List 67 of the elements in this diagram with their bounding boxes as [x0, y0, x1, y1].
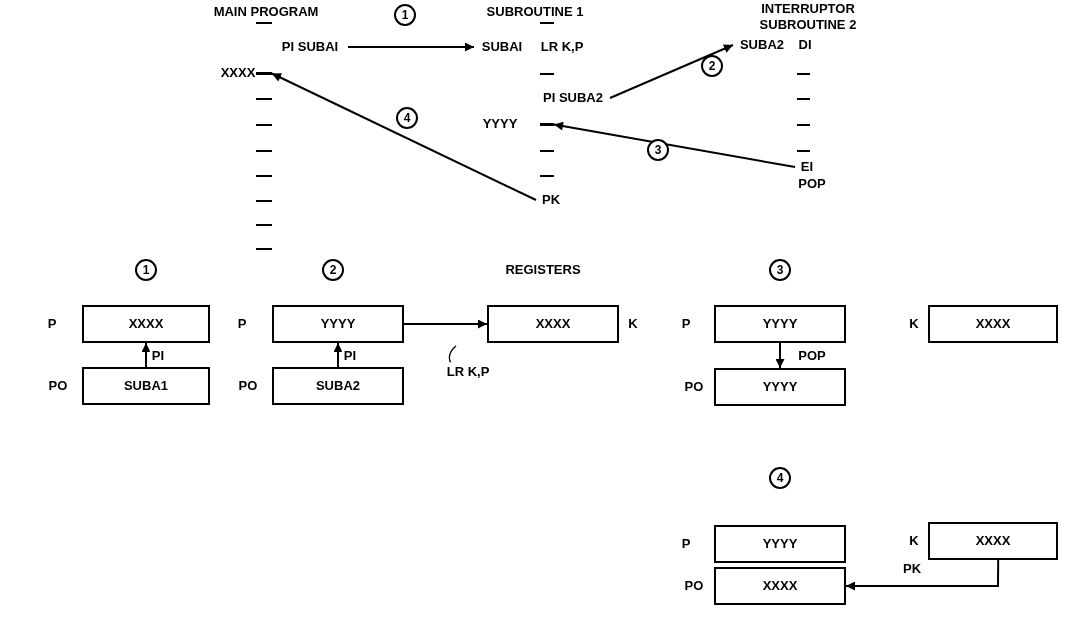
heading: MAIN PROGRAM — [213, 3, 319, 21]
step-number: 3 — [769, 259, 791, 281]
register-name: P — [681, 535, 691, 554]
register-box — [82, 367, 210, 405]
heading: SUBROUTINE 1 — [486, 3, 584, 21]
register-name: YYYY — [482, 115, 518, 134]
instruction-label: PK — [541, 191, 561, 210]
register-value: XXXX — [762, 577, 798, 596]
register-box — [928, 305, 1058, 343]
register-box — [487, 305, 619, 343]
register-value: YYYY — [320, 315, 356, 334]
register-value: XXXX — [535, 315, 571, 334]
register-value: XXXX — [128, 315, 164, 334]
instruction-label: SUBAI — [481, 38, 523, 57]
arrow — [609, 44, 734, 99]
register-name: P — [681, 315, 691, 334]
register-value: YYYY — [762, 378, 798, 397]
step-number: 4 — [396, 107, 418, 129]
instruction-label: EI — [800, 158, 814, 177]
register-value: YYYY — [762, 535, 798, 554]
register-value: SUBA1 — [123, 377, 169, 396]
step-number: 1 — [394, 4, 416, 26]
register-value: SUBA2 — [315, 377, 361, 396]
register-box — [272, 305, 404, 343]
register-box — [272, 367, 404, 405]
step-number: 2 — [701, 55, 723, 77]
register-name: P — [47, 315, 57, 334]
step-number: 3 — [647, 139, 669, 161]
arrow — [141, 342, 151, 368]
arrow — [333, 342, 343, 368]
register-box — [714, 567, 846, 605]
register-name: XXXX — [220, 64, 256, 83]
listing-dash — [540, 123, 554, 126]
register-name: K — [909, 532, 919, 551]
instruction-label: DI — [798, 36, 812, 54]
instruction-label: PI SUBA2 — [543, 89, 603, 108]
register-value: YYYY — [762, 315, 798, 334]
step-number: 1 — [135, 259, 157, 281]
register-box — [714, 305, 846, 343]
instruction-label: POP — [798, 175, 826, 193]
register-name: PO — [684, 577, 704, 596]
register-box — [928, 522, 1058, 560]
instruction-label: LR K,P — [540, 38, 584, 56]
register-value: XXXX — [975, 532, 1011, 551]
register-name: PO — [238, 377, 258, 396]
instruction-label: SUBA2 — [739, 36, 785, 55]
register-name: K — [628, 315, 638, 334]
instruction-label: PI SUBAI — [281, 38, 339, 57]
arrow — [775, 342, 785, 369]
arrow — [553, 121, 796, 168]
arrow — [845, 559, 1000, 591]
step-number: 2 — [322, 259, 344, 281]
register-box — [714, 525, 846, 563]
register-name: PO — [684, 378, 704, 397]
register-name: K — [909, 315, 919, 334]
heading: INTERRUPTOR SUBROUTINE 2 — [758, 0, 858, 34]
register-box — [714, 368, 846, 406]
arrow — [347, 42, 475, 52]
arrow — [403, 319, 488, 329]
step-number: 4 — [769, 467, 791, 489]
register-name: P — [237, 315, 247, 334]
register-box — [82, 305, 210, 343]
arrow — [271, 72, 537, 201]
register-name: PO — [48, 377, 68, 396]
listing-dash — [256, 72, 272, 75]
heading: REGISTERS — [505, 261, 581, 279]
register-value: XXXX — [975, 315, 1011, 334]
